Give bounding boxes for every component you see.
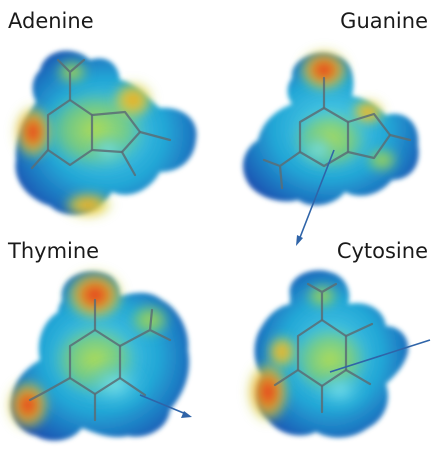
adenine-structure	[30, 58, 172, 177]
cytosine-dipole-arrow	[329, 339, 431, 373]
guanine-potential-surface	[243, 48, 419, 206]
guanine-structure	[262, 76, 412, 190]
cytosine-structure	[273, 282, 374, 414]
thymine-dipole-arrow	[139, 394, 192, 418]
cytosine-potential-surface	[246, 270, 409, 438]
thymine-structure	[28, 298, 172, 422]
thymine-potential-surface	[6, 269, 190, 441]
cytosine-label: Cytosine	[337, 239, 428, 263]
adenine-label: Adenine	[8, 9, 94, 33]
guanine-label: Guanine	[340, 9, 428, 33]
guanine-dipole-arrow	[296, 149, 335, 246]
adenine-potential-surface	[13, 50, 197, 219]
thymine-label: Thymine	[7, 239, 99, 263]
